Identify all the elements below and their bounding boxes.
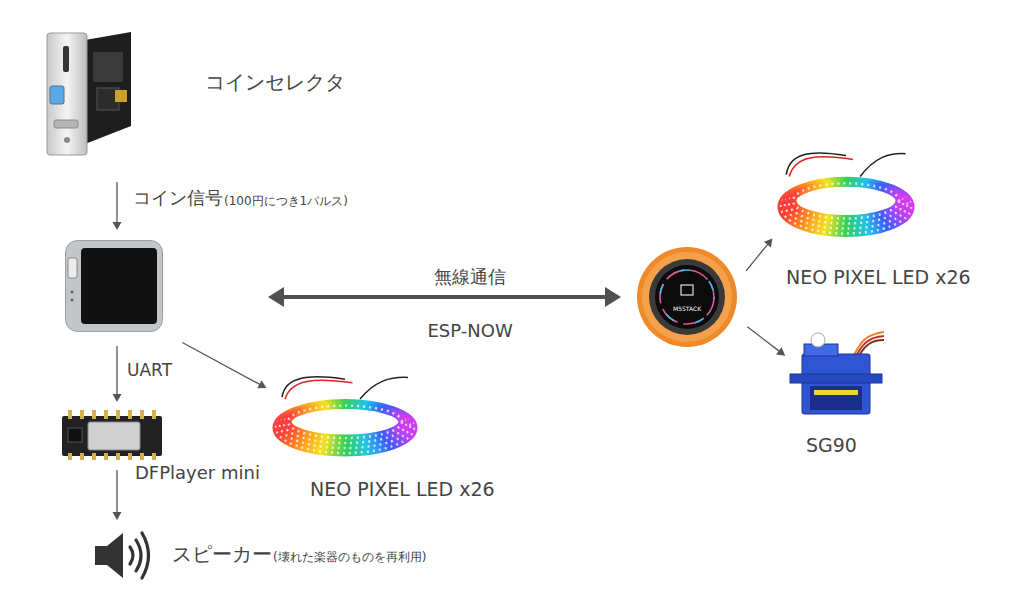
connector-arrow xyxy=(113,182,122,230)
node-label: SG90 xyxy=(806,434,857,457)
connector-arrow xyxy=(746,238,772,270)
coin-selector: コインセレクタ xyxy=(45,28,133,160)
arrow-head xyxy=(776,347,785,355)
connector-label: UART xyxy=(127,360,172,380)
device-illustration xyxy=(775,148,917,243)
dfplayer-module: DFPlayer mini xyxy=(58,410,168,460)
device-illustration xyxy=(790,330,885,428)
connector-line xyxy=(116,346,117,396)
connector-label: 無線通信 xyxy=(434,266,506,288)
device-illustration xyxy=(45,28,133,160)
device-illustration xyxy=(93,528,155,583)
device-illustration xyxy=(65,240,163,332)
node-label: (壊れた楽器のものを再利用) xyxy=(273,550,426,564)
led-strip: NEO PIXEL LED x26 xyxy=(775,148,917,243)
connector-arrow xyxy=(268,287,621,307)
led-strip: NEO PIXEL LED x26 xyxy=(270,372,420,462)
arrow-head xyxy=(268,287,284,307)
arrow-head xyxy=(113,394,122,402)
arrow-head xyxy=(113,512,122,520)
servo-motor: SG90 xyxy=(790,330,885,428)
connector-line xyxy=(747,327,780,353)
device-illustration xyxy=(633,247,741,347)
connector-arrow xyxy=(747,327,785,356)
node-label: スピーカー xyxy=(172,542,272,566)
node-label: コインセレクタ xyxy=(205,70,345,94)
speaker-icon: スピーカー(壊れた楽器のものを再利用) xyxy=(93,528,155,583)
connector-arrow xyxy=(113,470,122,520)
device-illustration xyxy=(58,410,168,460)
arrow-head xyxy=(764,238,773,247)
node-label: M5STACK xyxy=(673,305,701,312)
node-label: NEO PIXEL LED x26 xyxy=(310,478,495,501)
node-label: NEO PIXEL LED x26 xyxy=(786,266,971,289)
connector-line xyxy=(182,342,261,385)
connector-label: コイン信号 xyxy=(133,187,223,209)
m5-dial: M5STACK xyxy=(633,247,741,347)
connector-line xyxy=(279,295,610,299)
m5stack-core xyxy=(65,240,163,332)
connector-line xyxy=(116,470,117,514)
annotation-label: (100円につき1パルス) xyxy=(224,194,348,208)
arrow-head xyxy=(113,222,122,230)
connector-arrow xyxy=(113,346,122,402)
connector-line xyxy=(746,243,769,271)
annotation-label: ESP-NOW xyxy=(428,320,513,342)
arrow-head xyxy=(257,380,266,388)
connector-line xyxy=(116,182,117,224)
connector-arrow xyxy=(182,342,266,388)
node-label: DFPlayer mini xyxy=(135,462,260,484)
arrow-head xyxy=(605,287,621,307)
device-illustration xyxy=(270,372,420,462)
